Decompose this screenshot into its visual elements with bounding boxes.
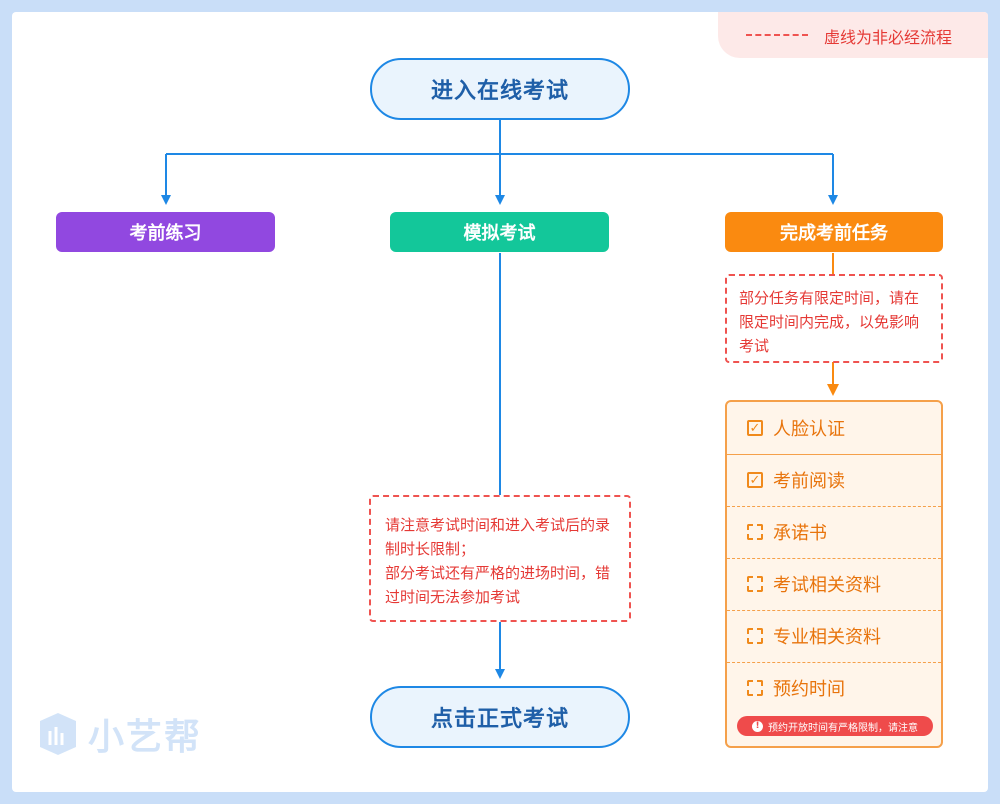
checklist-item-booking-time: 预约时间	[727, 662, 941, 714]
checklist-divider	[727, 610, 941, 611]
checklist-item-pledge: 承诺书	[727, 506, 941, 558]
checklist-divider	[727, 662, 941, 663]
checklist-item-label: 人脸认证	[773, 419, 845, 440]
checkbox-unchecked-icon	[747, 524, 763, 540]
checkbox-unchecked-icon	[747, 628, 763, 644]
brand-logo-icon	[40, 713, 76, 755]
checklist-item-label: 考试相关资料	[773, 575, 881, 596]
mock-note-line-2: 部分考试还有严格的进场时间，错过时间无法参加考试	[385, 564, 611, 606]
mock-note: 请注意考试时间和进入考试后的录制时长限制； 部分考试还有严格的进场时间，错过时间…	[369, 495, 631, 622]
tasks-node: 完成考前任务	[725, 212, 943, 252]
checkbox-unchecked-icon	[747, 680, 763, 696]
tasks-note: 部分任务有限定时间，请在限定时间内完成，以免影响考试	[725, 274, 943, 363]
tasks-note-text: 部分任务有限定时间，请在限定时间内完成，以免影响考试	[739, 289, 920, 355]
brand-logo: 小艺帮	[36, 708, 202, 760]
task-checklist: ✓ 人脸认证 ✓ 考前阅读 承诺书 考试相关资料 专业相关资料 预约时间 ! 预…	[725, 400, 943, 748]
brand-name: 小艺帮	[88, 717, 203, 758]
practice-node: 考前练习	[56, 212, 275, 252]
checklist-divider	[727, 506, 941, 507]
checkbox-checked-icon: ✓	[747, 472, 763, 488]
checklist-divider	[727, 558, 941, 559]
checklist-item-pre-reading: ✓ 考前阅读	[727, 454, 941, 506]
mock-node: 模拟考试	[390, 212, 609, 252]
checklist-item-exam-materials: 考试相关资料	[727, 558, 941, 610]
checklist-item-label: 承诺书	[773, 523, 827, 544]
legend-label: 虚线为非必经流程	[824, 28, 953, 47]
checklist-item-major-materials: 专业相关资料	[727, 610, 941, 662]
mock-note-line-1: 请注意考试时间和进入考试后的录制时长限制；	[385, 516, 611, 558]
checklist-divider	[727, 454, 941, 455]
checklist-item-label: 预约时间	[773, 679, 845, 700]
legend-dash-line	[746, 34, 808, 36]
exclamation-icon: !	[752, 720, 763, 732]
checklist-item-label: 专业相关资料	[773, 627, 881, 648]
booking-warning-badge: ! 预约开放时间有严格限制，请注意	[737, 716, 933, 736]
checklist-item-face-verification: ✓ 人脸认证	[727, 402, 941, 454]
checkbox-unchecked-icon	[747, 576, 763, 592]
checkbox-checked-icon: ✓	[747, 420, 763, 436]
checklist-item-label: 考前阅读	[773, 471, 845, 492]
end-node: 点击正式考试	[370, 686, 630, 748]
booking-warning-text: 预约开放时间有严格限制，请注意	[768, 722, 918, 734]
start-node: 进入在线考试	[370, 58, 630, 120]
